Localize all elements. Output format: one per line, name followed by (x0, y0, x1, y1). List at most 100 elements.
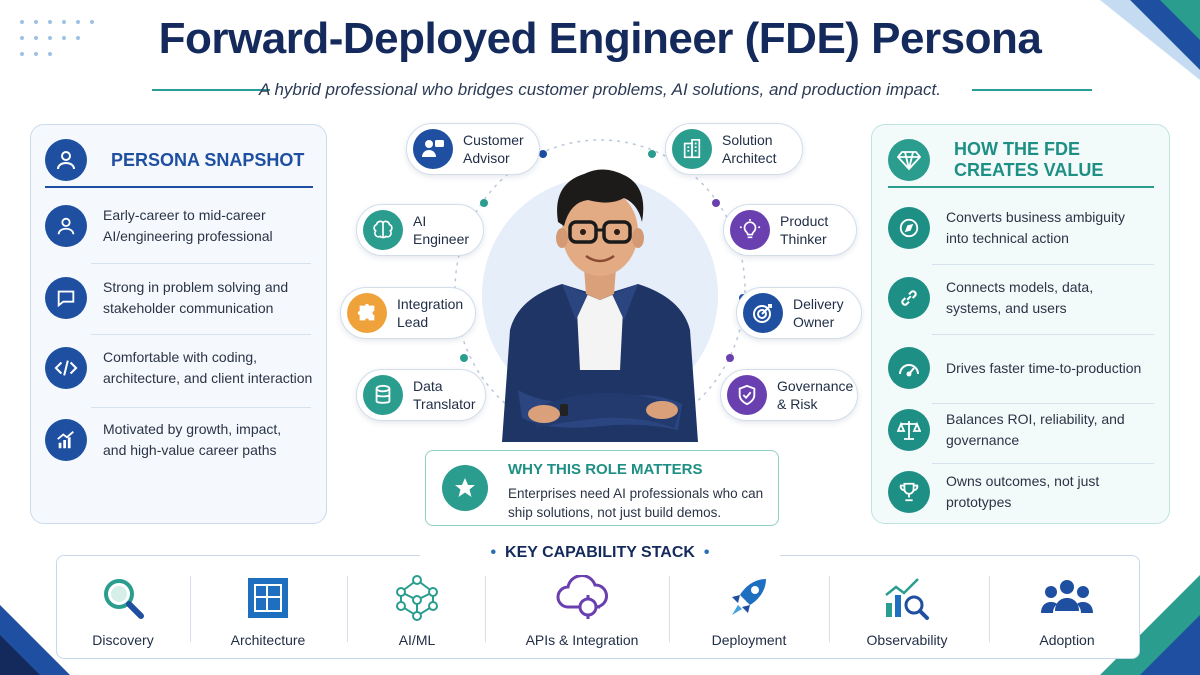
row-divider (932, 463, 1154, 464)
page-title: Forward-Deployed Engineer (FDE) Persona (158, 14, 1042, 63)
subtitle-line (152, 89, 270, 91)
trophy-icon (888, 471, 930, 513)
list-item-text: Motivated by growth, impact, and high-va… (103, 421, 282, 458)
speedometer-icon (888, 347, 930, 389)
user-icon (45, 205, 87, 247)
why-title: WHY THIS ROLE MATTERS (508, 461, 703, 478)
capability-discovery: Discovery (67, 556, 179, 660)
bullet-dot-icon: • (694, 544, 710, 561)
panel-header: PERSONA SNAPSHOT (45, 139, 304, 181)
capability-architecture: Architecture (202, 556, 334, 660)
capability-label: APIs & Integration (525, 632, 639, 648)
list-item: Motivated by growth, impact, and high-va… (45, 419, 340, 461)
capability-label: Adoption (1039, 632, 1095, 648)
list-item-text: Comfortable with coding, architecture, a… (103, 349, 313, 386)
row-divider (932, 334, 1154, 335)
why-role-matters-box: WHY THIS ROLE MATTERS Enterprises need A… (425, 450, 779, 526)
role-label: Delivery Owner (793, 296, 844, 330)
capability-label: Discovery (92, 632, 154, 648)
stack-divider (190, 576, 191, 642)
puzzle-icon (347, 293, 387, 333)
chat-icon (45, 277, 87, 319)
user-icon (45, 139, 87, 181)
subtitle-line (972, 89, 1092, 91)
users-icon (1039, 570, 1095, 626)
building-icon (672, 129, 712, 169)
panel-header: HOW THE FDE CREATES VALUE (888, 139, 1114, 181)
list-item: Drives faster time-to-production (888, 347, 1185, 389)
capability-label: Observability (866, 632, 948, 648)
role-integration-lead: Integration Lead (340, 287, 476, 339)
role-solution-architect: Solution Architect (665, 123, 803, 175)
customer-advisor-icon (413, 129, 453, 169)
capability-ai-ml: AI/ML (357, 556, 477, 660)
list-item-text: Strong in problem solving and stakeholde… (103, 279, 289, 316)
list-item: Converts business ambiguity into technic… (888, 207, 1185, 249)
role-customer-advisor: Customer Advisor (406, 123, 540, 175)
role-label: AI Engineer (413, 213, 470, 247)
scale-icon (888, 409, 930, 451)
list-item-text: Connects models, data, systems, and user… (946, 279, 1094, 316)
capability-label: Deployment (711, 632, 787, 648)
corner-decoration (1100, 0, 1200, 80)
list-item-text: Early-career to mid-career AI/engineerin… (103, 207, 273, 244)
value-panel: HOW THE FDE CREATES VALUE Converts busin… (871, 124, 1170, 524)
role-label: Product Thinker (780, 213, 829, 247)
role-data-translator: Data Translator (356, 369, 486, 421)
role-governance-risk: Governance & Risk (720, 369, 858, 421)
cloud-gear-icon (554, 570, 610, 626)
stack-title: • KEY CAPABILITY STACK • (420, 544, 780, 562)
panel-divider (45, 186, 313, 188)
target-icon (743, 293, 783, 333)
capability-observability: Observability (837, 556, 977, 660)
role-label: Data Translator (413, 378, 476, 412)
capability-label: AI/ML (398, 632, 436, 648)
link-icon (888, 277, 930, 319)
diamond-icon (888, 139, 930, 181)
list-item-text: Converts business ambiguity into technic… (946, 209, 1125, 246)
list-item: Connects models, data, systems, and user… (888, 277, 1185, 319)
capability-apis-integration: APIs & Integration (493, 556, 671, 660)
stack-title-text: KEY CAPABILITY STACK (505, 544, 695, 561)
persona-snapshot-panel: PERSONA SNAPSHOT Early-career to mid-car… (30, 124, 327, 524)
panel-title: HOW THE FDE CREATES VALUE (954, 139, 1104, 180)
list-item: Strong in problem solving and stakeholde… (45, 277, 340, 319)
network-icon (389, 570, 445, 626)
stack-divider (829, 576, 830, 642)
row-divider (91, 407, 311, 408)
rocket-icon (721, 570, 777, 626)
row-divider (932, 264, 1154, 265)
role-label: Customer Advisor (463, 132, 524, 166)
list-item-text: Drives faster time-to-production (946, 359, 1142, 376)
stack-divider (347, 576, 348, 642)
role-label: Solution Architect (722, 132, 777, 166)
star-icon (442, 465, 488, 511)
stack-divider (989, 576, 990, 642)
row-divider (91, 263, 311, 264)
page-subtitle: A hybrid professional who bridges custom… (259, 80, 941, 99)
brain-icon (363, 210, 403, 250)
compass-icon (888, 207, 930, 249)
list-item: Early-career to mid-career AI/engineerin… (45, 205, 340, 247)
blueprint-icon (240, 570, 296, 626)
database-icon (363, 375, 403, 415)
analytics-icon (879, 570, 935, 626)
list-item: Comfortable with coding, architecture, a… (45, 347, 340, 389)
dots-decoration (20, 20, 94, 56)
list-item-text: Balances ROI, reliability, and governanc… (946, 411, 1125, 448)
list-item: Owns outcomes, not just prototypes (888, 471, 1185, 513)
row-divider (932, 403, 1154, 404)
role-label: Integration Lead (397, 296, 464, 330)
panel-divider (888, 186, 1154, 188)
capability-deployment: Deployment (679, 556, 819, 660)
role-label: Governance & Risk (777, 378, 854, 412)
shield-icon (727, 375, 767, 415)
role-ai-engineer: AI Engineer (356, 204, 484, 256)
stack-divider (485, 576, 486, 642)
list-item: Balances ROI, reliability, and governanc… (888, 409, 1185, 451)
why-text: Enterprises need AI professionals who ca… (508, 486, 764, 520)
magnifier-icon (95, 570, 151, 626)
bullet-dot-icon: • (490, 544, 506, 561)
role-product-thinker: Product Thinker (723, 204, 857, 256)
capability-label: Architecture (230, 632, 306, 648)
